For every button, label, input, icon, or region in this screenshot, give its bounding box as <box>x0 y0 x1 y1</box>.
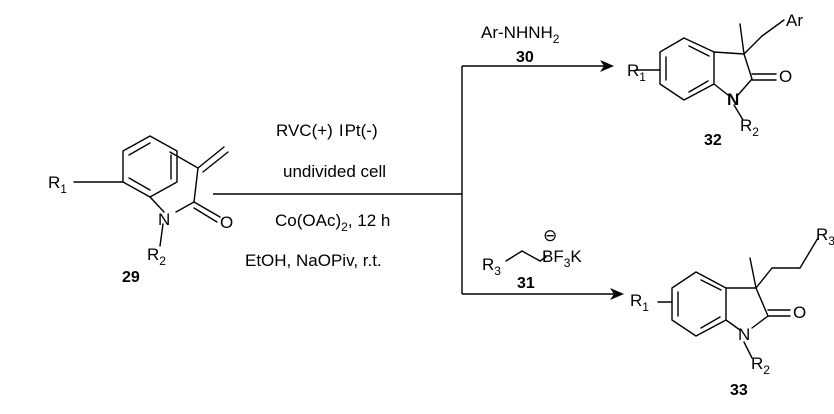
compound-33-r3-label: R3 <box>816 225 834 248</box>
compound-32-r1-label: R1 <box>627 61 646 84</box>
compound-29-structure <box>73 135 229 247</box>
compound-29-n-label: N <box>158 210 170 229</box>
reagent-31-bf3k-label: BF3K <box>542 247 582 270</box>
reagent-30-formula: Ar-NHNH2 <box>481 23 560 46</box>
condition-cell: undivided cell <box>283 162 386 181</box>
arrowhead-33 <box>610 288 624 300</box>
compound-32-r2-label: R2 <box>740 116 759 139</box>
compound-32-n-label: N <box>727 90 739 109</box>
compound-32-number: 32 <box>704 132 722 149</box>
compound-29-r1-label: R1 <box>48 173 67 196</box>
arrowhead-32 <box>600 60 614 72</box>
compound-33-structure <box>657 237 819 359</box>
compound-33-o-label: O <box>793 303 806 322</box>
compound-32-ar-label: Ar <box>786 11 803 30</box>
compound-29-o-label: O <box>220 213 233 232</box>
condition-solvent: EtOH, NaOPiv, r.t. <box>245 251 382 270</box>
compound-33-n-label: N <box>738 325 750 344</box>
compound-29-r2-label: R2 <box>147 245 166 268</box>
compound-32-o-label: O <box>779 67 792 86</box>
compound-33-r1-label: R1 <box>630 291 649 314</box>
reagent-31-structure <box>505 250 547 262</box>
compound-29-number: 29 <box>122 269 140 286</box>
condition-catalyst: Co(OAc)2, 12 h <box>275 211 390 234</box>
compound-32-structure <box>635 19 785 121</box>
condition-electrodes: RVC(+)IPt(-) <box>276 121 378 140</box>
reagent-30-number: 30 <box>516 49 534 66</box>
compound-33-r2-label: R2 <box>751 354 770 377</box>
reagent-31-number: 31 <box>517 275 535 292</box>
compound-33-number: 33 <box>730 382 748 399</box>
reagent-31-r3-label: R3 <box>482 255 501 278</box>
reagent-31-charge: ⊖ <box>543 226 557 245</box>
